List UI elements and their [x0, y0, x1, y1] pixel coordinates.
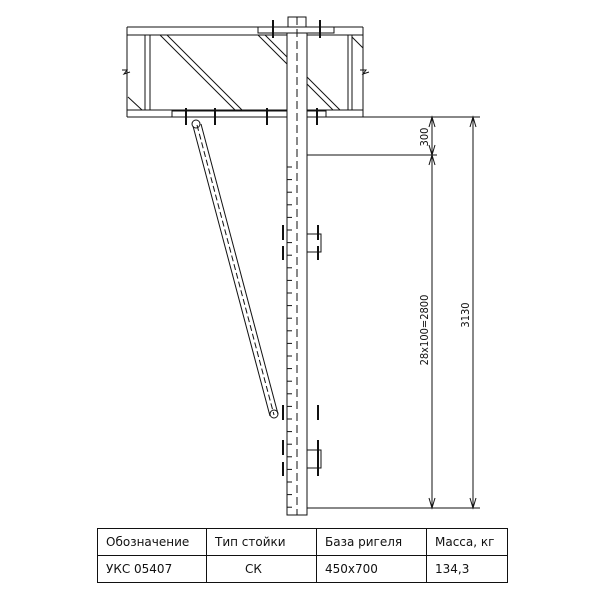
cell-post-type: СК	[206, 555, 317, 583]
dimension-3130: 3130	[459, 302, 472, 327]
post	[286, 17, 308, 516]
brace	[191, 119, 279, 419]
dimension-lines	[307, 115, 480, 510]
dimension-300: 300	[418, 128, 431, 147]
header-designation: Обозначение	[97, 528, 207, 556]
clamps	[282, 225, 322, 476]
header-beam-base: База ригеля	[316, 528, 427, 556]
table-row: УКС 05407 СК 450x700 134,3	[97, 555, 508, 583]
table-header-row: Обозначение Тип стойки База ригеля Масса…	[97, 528, 508, 556]
header-mass: Масса, кг	[426, 528, 508, 556]
cell-beam-base: 450x700	[316, 555, 427, 583]
cell-mass: 134,3	[426, 555, 508, 583]
cell-designation: УКС 05407	[97, 555, 207, 583]
bolts	[185, 20, 321, 125]
dimension-2800: 28x100=2800	[418, 295, 431, 366]
plates	[171, 16, 335, 118]
spec-table: Обозначение Тип стойки База ригеля Масса…	[97, 528, 508, 583]
header-post-type: Тип стойки	[206, 528, 317, 556]
